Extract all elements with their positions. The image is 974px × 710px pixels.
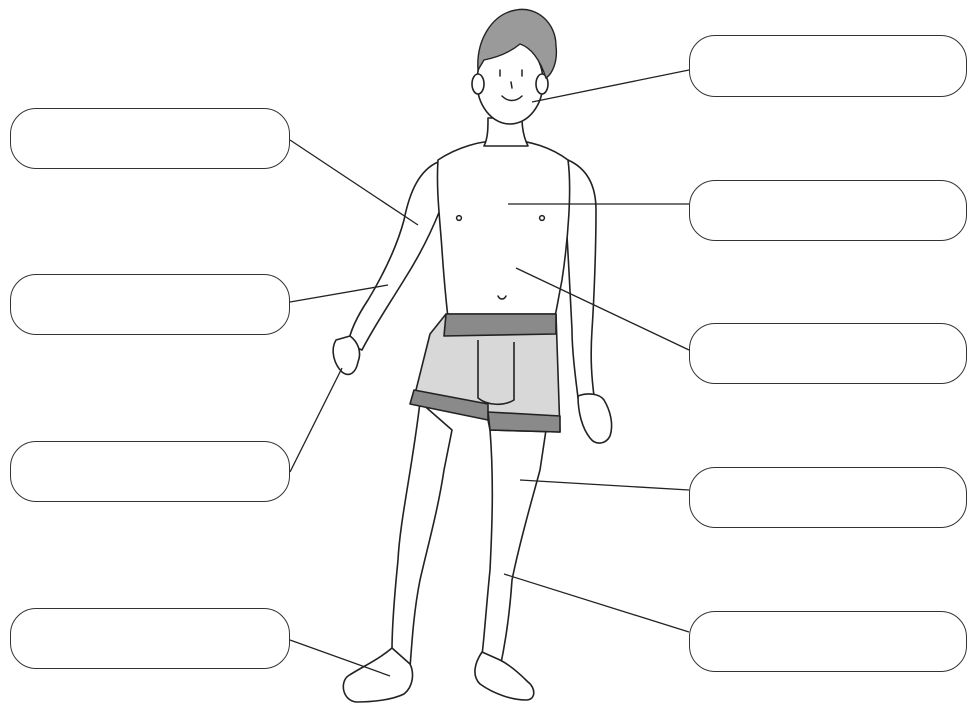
pointer-right-5: [504, 574, 689, 632]
torso: [437, 140, 569, 320]
label-box-left-1[interactable]: [10, 108, 290, 169]
pointer-left-3: [290, 368, 342, 472]
left-foot: [475, 652, 534, 700]
right-arm: [348, 162, 440, 350]
label-box-left-4[interactable]: [10, 608, 290, 669]
label-box-right-5[interactable]: [689, 611, 967, 672]
shorts-waistband: [444, 314, 556, 336]
right-foot: [343, 648, 412, 702]
left-hand: [578, 394, 612, 443]
label-box-right-2[interactable]: [689, 180, 967, 241]
right-leg: [392, 402, 452, 668]
label-box-right-1[interactable]: [689, 35, 967, 97]
ear-right: [472, 74, 484, 94]
pointer-left-1: [290, 140, 418, 225]
pointer-right-1: [532, 70, 689, 102]
shorts-hem-left: [488, 412, 560, 432]
left-arm: [566, 160, 596, 398]
right-hand: [333, 336, 359, 374]
label-box-left-2[interactable]: [10, 274, 290, 335]
pointer-right-4: [520, 480, 689, 490]
label-box-right-4[interactable]: [689, 467, 967, 528]
nose: [511, 82, 512, 88]
label-box-left-3[interactable]: [10, 441, 290, 502]
left-leg: [482, 430, 546, 668]
label-box-right-3[interactable]: [689, 323, 967, 384]
pointer-left-4: [290, 640, 390, 676]
